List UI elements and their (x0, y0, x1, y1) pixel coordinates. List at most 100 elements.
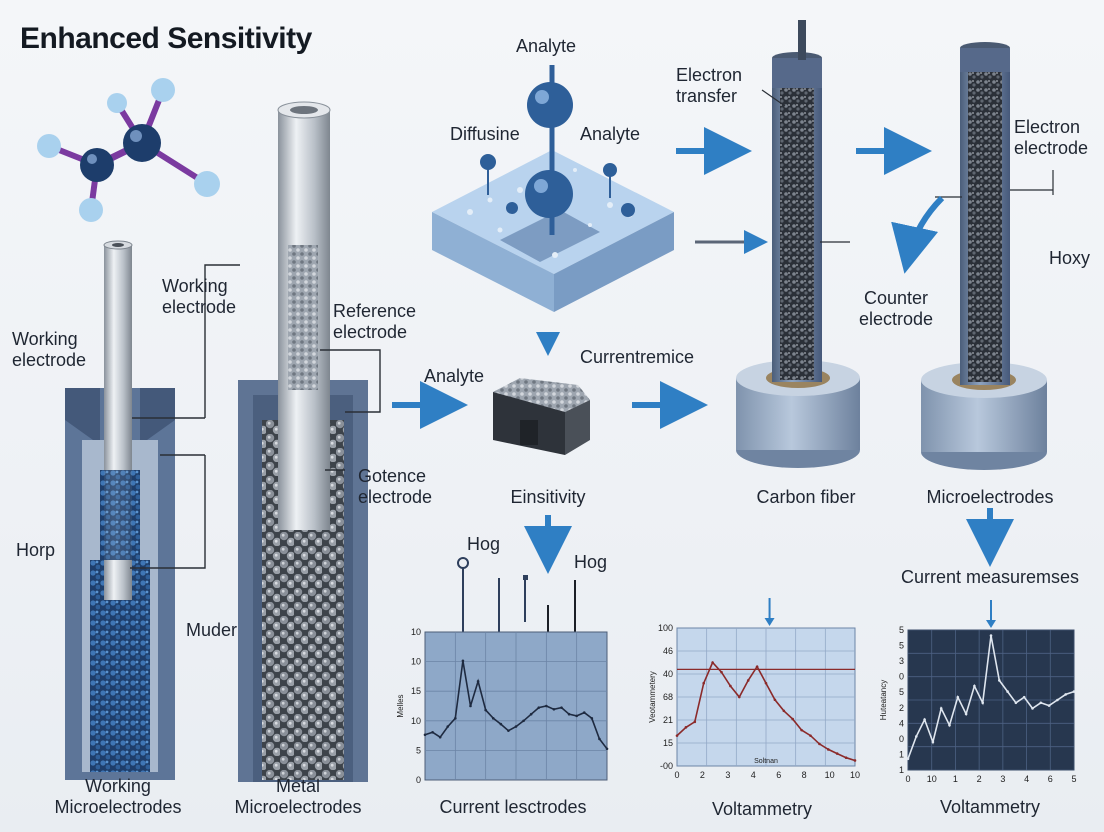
data-point (711, 661, 714, 664)
data-point (469, 704, 472, 708)
data-point (567, 712, 571, 716)
label-analyte-mid: Analyte (424, 366, 485, 386)
data-point (1006, 690, 1009, 693)
x-tick-label: 3 (1000, 774, 1005, 784)
label-gotence-electrode: Gotence electrode (358, 466, 433, 507)
flow-arrows (392, 127, 1014, 574)
y-tick-label: 15 (411, 686, 421, 696)
data-point (1047, 704, 1051, 707)
data-point (1031, 707, 1034, 710)
y-tick-label: 1 (899, 765, 904, 775)
y-tick-label: 68 (663, 692, 673, 702)
y-axis-label: Melles (396, 694, 405, 717)
data-point (746, 679, 750, 682)
marker-arrow-head (986, 620, 996, 628)
x-tick-label: 5 (1071, 774, 1076, 784)
label-counter-electrode: Counter electrode (858, 288, 934, 329)
x-tick-label: 0 (905, 774, 910, 784)
x-tick-label: 4 (751, 770, 756, 780)
data-point (438, 735, 442, 739)
data-point (906, 757, 910, 761)
data-point (693, 720, 697, 724)
data-point (582, 711, 586, 714)
data-point (522, 719, 525, 723)
data-point (800, 728, 803, 732)
data-point (844, 756, 848, 760)
data-point (446, 725, 450, 728)
data-point (454, 717, 457, 720)
x-tick-label: 2 (700, 770, 705, 780)
label-electron-transfer: Electron transfer (676, 65, 743, 106)
chart3-title: Voltammetry (939, 797, 1041, 817)
data-point (809, 734, 812, 737)
marker-arrow-head (764, 618, 775, 626)
data-point (853, 759, 857, 762)
data-point (923, 718, 926, 721)
y-tick-label: 5 (416, 745, 421, 755)
data-point (499, 722, 503, 726)
flow-arrows-thin (536, 230, 768, 356)
connector-lines-left (130, 264, 381, 569)
label-analyte-right: Analyte (580, 124, 641, 144)
y-tick-label: 40 (663, 669, 673, 679)
data-point (1056, 698, 1059, 702)
x-tick-label: 10 (825, 770, 835, 780)
x-tick-label: 2 (977, 774, 982, 784)
label-einsitivity: Einsitivity (510, 487, 586, 507)
data-point (514, 725, 518, 728)
y-tick-label: 0 (899, 672, 904, 682)
label-analyte-top: Analyte (515, 36, 577, 56)
x-tick-label: 0 (674, 770, 679, 780)
porous-block-illustration (432, 65, 674, 312)
carbon-fiber-illustration (736, 20, 860, 468)
metal-microelectrode-illustration (238, 101, 368, 782)
label-working-microelectrodes: Working Microelectrodes (54, 776, 182, 817)
y-tick-label: 0 (416, 775, 421, 785)
data-point (545, 704, 548, 708)
data-point (1064, 693, 1067, 696)
label-working-electrode-mid: Working electrode (162, 276, 237, 317)
data-point (948, 723, 951, 727)
label-metal-microelectrodes: Metal Microelectrodes (234, 776, 362, 817)
data-point (738, 695, 741, 699)
y-tick-label: 21 (663, 715, 673, 725)
y-tick-label: 0 (899, 734, 904, 744)
y-tick-label: 5 (899, 641, 904, 651)
label-microelectrodes: Microelectrodes (926, 487, 1054, 507)
data-point (931, 740, 935, 744)
data-point (939, 707, 943, 710)
data-point (684, 726, 688, 729)
x-tick-label: 10 (850, 770, 860, 780)
data-point (782, 709, 786, 713)
data-point (529, 712, 533, 716)
data-point (423, 733, 427, 737)
data-point (827, 748, 830, 751)
microelectrodes-illustration (921, 42, 1047, 470)
y-tick-label: 46 (663, 646, 673, 656)
label-current-measures: Current measuremses (900, 567, 1080, 587)
y-tick-label: 10 (411, 716, 421, 726)
y-tick-label: 15 (663, 738, 673, 748)
data-point (973, 684, 976, 688)
data-point (537, 706, 541, 709)
x-tick-label: 6 (776, 770, 781, 780)
data-point (431, 731, 434, 734)
y-tick-label: 2 (899, 703, 904, 713)
data-point (575, 714, 578, 718)
data-point (590, 717, 594, 720)
dark-block-illustration (493, 378, 590, 455)
label-diffusine: Diffusine (450, 124, 520, 144)
data-point (791, 717, 794, 721)
data-point (476, 680, 480, 683)
label-muder: Muder (186, 620, 238, 640)
data-point (1072, 690, 1076, 693)
data-point (915, 735, 918, 738)
data-point (956, 695, 960, 699)
y-tick-label: -00 (660, 761, 673, 771)
data-point (675, 734, 679, 737)
x-tick-label: 6 (1048, 774, 1053, 784)
x-tick-label: 8 (802, 770, 807, 780)
